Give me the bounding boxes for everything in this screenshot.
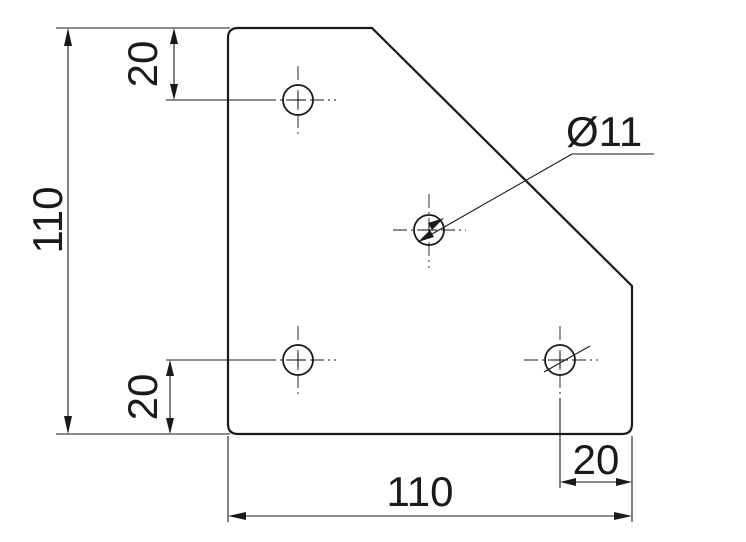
hole-bottom-right xyxy=(524,326,598,398)
label-top-hole-offset: 20 xyxy=(119,41,166,88)
dimension-top-hole-offset xyxy=(166,28,262,101)
label-bottom-hole-offset: 20 xyxy=(119,374,166,421)
dimension-overall-width xyxy=(227,436,633,522)
label-hole-diameter: Ø11 xyxy=(566,108,642,155)
plate-outline xyxy=(226,26,634,436)
label-overall-width: 110 xyxy=(387,468,454,515)
hole-top-left xyxy=(262,66,336,138)
hole-bottom-left xyxy=(262,326,336,398)
label-overall-height: 110 xyxy=(24,187,71,254)
leader-hole-diameter xyxy=(417,153,654,243)
dimension-bottom-hole-offset xyxy=(166,359,262,434)
label-right-hole-offset: 20 xyxy=(573,436,620,483)
dimension-right-hole-offset xyxy=(559,398,632,488)
dimension-overall-height xyxy=(56,27,230,435)
